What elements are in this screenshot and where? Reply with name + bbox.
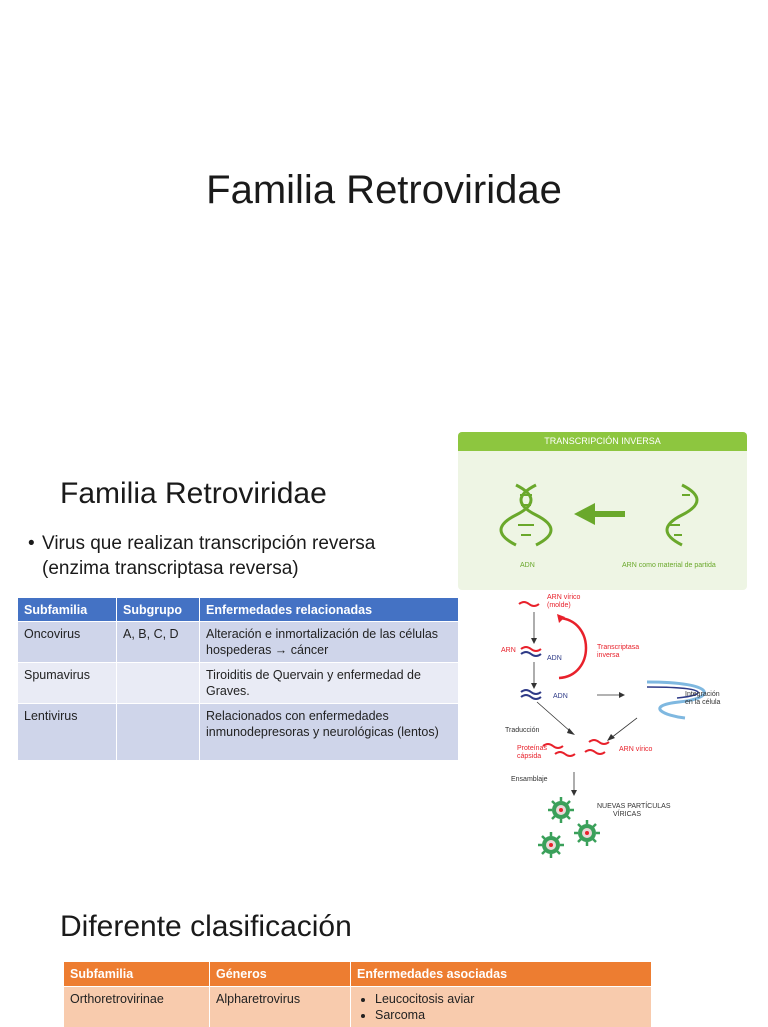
header-subfamilia: Subfamilia <box>64 962 210 987</box>
cell-subfamilia: Oncovirus <box>18 622 117 663</box>
label-ensamblaje: Ensamblaje <box>511 776 548 783</box>
rna-fragment-icon <box>585 750 605 754</box>
label-nuevas: NUEVAS PARTÍCULAS <box>597 801 671 810</box>
label-molde: (molde) <box>547 602 571 609</box>
label-arn: ARN <box>501 647 516 654</box>
cell-subgrupo <box>117 704 200 761</box>
dna-strand-icon <box>521 695 541 699</box>
card-label-adn: ADN <box>520 562 535 569</box>
label-integracion: Integración <box>685 691 720 698</box>
label-viricas: VÍRICAS <box>613 809 641 818</box>
list-item: Leucocitosis aviar <box>375 991 645 1007</box>
rna-fragment-icon <box>589 740 609 744</box>
replication-diagram: ARN vírico (molde) ARN ADN Transcriptasa… <box>497 590 737 860</box>
cell-enfermedades: Leucocitosis aviar Sarcoma <box>351 987 652 1027</box>
label-capsida: cápsida <box>517 753 541 760</box>
label-inversa: inversa <box>597 652 620 659</box>
label-transcriptasa: Transcriptasa <box>597 644 639 651</box>
arrowhead-icon <box>571 790 577 796</box>
label-adn-double: ADN <box>553 693 568 700</box>
arrow-diagonal-icon <box>537 702 571 732</box>
rna-strand-icon <box>521 647 541 651</box>
reverse-transcriptase-arrow <box>559 618 586 678</box>
table-row: Oncovirus A, B, C, D Alteración e inmort… <box>18 622 459 663</box>
rna-template-icon <box>519 602 539 606</box>
list-item: Sarcoma <box>375 1007 645 1023</box>
header-generos: Géneros <box>210 962 351 987</box>
dna-helix-icon <box>501 485 551 545</box>
label-arn-virico-2: ARN vírico <box>619 746 653 753</box>
virus-particle-icon <box>548 797 574 823</box>
label-en-la-celula: en la célula <box>685 699 721 706</box>
arrowhead-icon <box>531 638 537 644</box>
dna-strand-icon <box>521 652 541 656</box>
cell-subfamilia: Spumavirus <box>18 663 117 704</box>
cell-enfermedades: Tiroiditis de Quervain y enfermedad de G… <box>200 663 459 704</box>
header-enfermedades: Enfermedades relacionadas <box>200 598 459 622</box>
dna-strand-icon <box>521 690 541 694</box>
card-label-arn: ARN como material de partida <box>622 562 716 569</box>
table-row: Spumavirus Tiroiditis de Quervain y enfe… <box>18 663 459 704</box>
bullet-point: • Virus que realizan transcripción rever… <box>28 531 438 581</box>
label-arn-virico: ARN vírico <box>547 594 581 601</box>
transcription-card: TRANSCRIPCIÓN INVERSA ADN ARN como mater… <box>458 432 747 590</box>
slide1-title: Familia Retroviridae <box>0 168 768 213</box>
bullet-icon: • <box>28 531 35 556</box>
bullet-text: Virus que realizan transcripción reversa… <box>42 531 438 581</box>
cell-subgrupo <box>117 663 200 704</box>
label-traduccion: Traducción <box>505 727 539 734</box>
cell-subgrupo: A, B, C, D <box>117 622 200 663</box>
cell-subfamilia: Orthoretrovirinae <box>64 987 210 1027</box>
header-enfermedades: Enfermedades asociadas <box>351 962 652 987</box>
slide3-title: Diferente clasificación <box>60 910 352 944</box>
disease-list: Leucocitosis aviar Sarcoma <box>357 991 645 1023</box>
card-header: TRANSCRIPCIÓN INVERSA <box>458 432 747 451</box>
virus-particle-icon <box>538 832 564 858</box>
arrowhead-icon <box>531 683 537 689</box>
virus-particle-icon <box>574 820 600 846</box>
table-row: Lentivirus Relacionados con enfermedades… <box>18 704 459 761</box>
arrowhead-icon <box>619 692 625 698</box>
retroviridae-table: Subfamilia Subgrupo Enfermedades relacio… <box>18 598 459 760</box>
arrowhead-icon <box>607 734 615 741</box>
rna-strand-icon <box>667 485 697 545</box>
table-header-row: Subfamilia Subgrupo Enfermedades relacio… <box>18 598 459 622</box>
cell-enfermedades: Alteración e inmortalización de las célu… <box>200 622 459 663</box>
header-subfamilia: Subfamilia <box>18 598 117 622</box>
label-adn: ADN <box>547 655 562 662</box>
arrow-diagonal-icon <box>611 718 637 738</box>
cell-subfamilia: Lentivirus <box>18 704 117 761</box>
slide2-title: Familia Retroviridae <box>60 477 327 511</box>
arrow-left-icon <box>574 503 625 525</box>
table-row: Orthoretrovirinae Alpharetrovirus Leucoc… <box>64 987 652 1027</box>
table-header-row: Subfamilia Géneros Enfermedades asociada… <box>64 962 652 987</box>
header-subgrupo: Subgrupo <box>117 598 200 622</box>
cell-enfermedades: Relacionados con enfermedades inmunodepr… <box>200 704 459 761</box>
cell-genero: Alpharetrovirus <box>210 987 351 1027</box>
rna-fragment-icon <box>555 752 575 756</box>
label-proteinas: Proteínas <box>517 745 547 752</box>
classification-table: Subfamilia Géneros Enfermedades asociada… <box>64 962 652 1027</box>
transcription-illustration <box>458 451 747 590</box>
